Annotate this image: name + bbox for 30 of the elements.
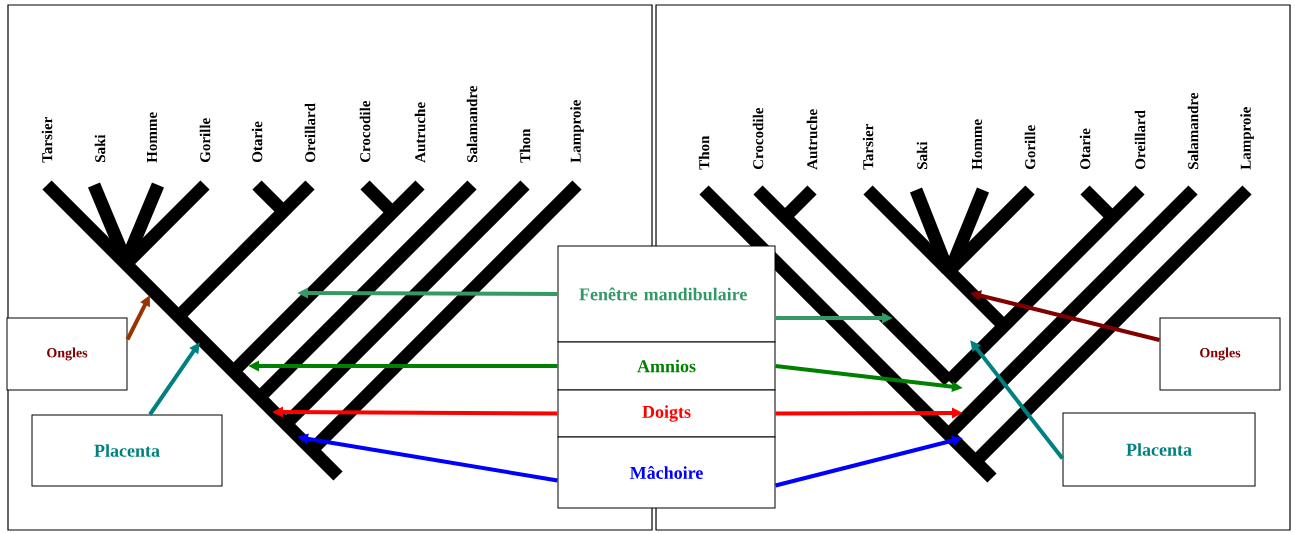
species-name: Homme [972,119,982,170]
species-name: Gorille [199,118,211,163]
species-name: Lamproie [570,100,584,163]
species-name: Thon [698,135,710,170]
label-box: Doigts [557,389,776,438]
species-name: Autruche [806,109,818,170]
species-name: Saki [94,134,106,162]
label-box: Ongles [1159,317,1281,391]
species-name: Tarsier [41,117,53,163]
species-name: Oreillard [1134,110,1146,170]
species-name: Oreillard [304,103,316,163]
species-name: Gorille [1024,125,1036,170]
species-name: Autruche [414,102,426,163]
species-name: Otarie [1079,128,1091,170]
label-box: Amnios [557,341,776,391]
species-name: Salamandre [1187,92,1199,169]
species-name: Homme [147,112,157,163]
label-box: Placenta [31,414,223,487]
species-name: Tarsier [862,124,874,170]
species-name: Lamproie [1240,107,1254,170]
species-name: Crocodile [752,107,764,170]
species-name: Crocodile [359,100,371,163]
species-name: Salamandre [466,85,478,162]
species-name: Saki [916,141,928,169]
label-box: Ongles [6,317,128,391]
label-box: Placenta [1062,412,1256,487]
species-name: Thon [519,128,531,163]
label-box: Fenêtre mandibulaire [557,245,776,343]
label-box: Mâchoire [557,436,776,509]
species-name: Otarie [251,121,263,163]
